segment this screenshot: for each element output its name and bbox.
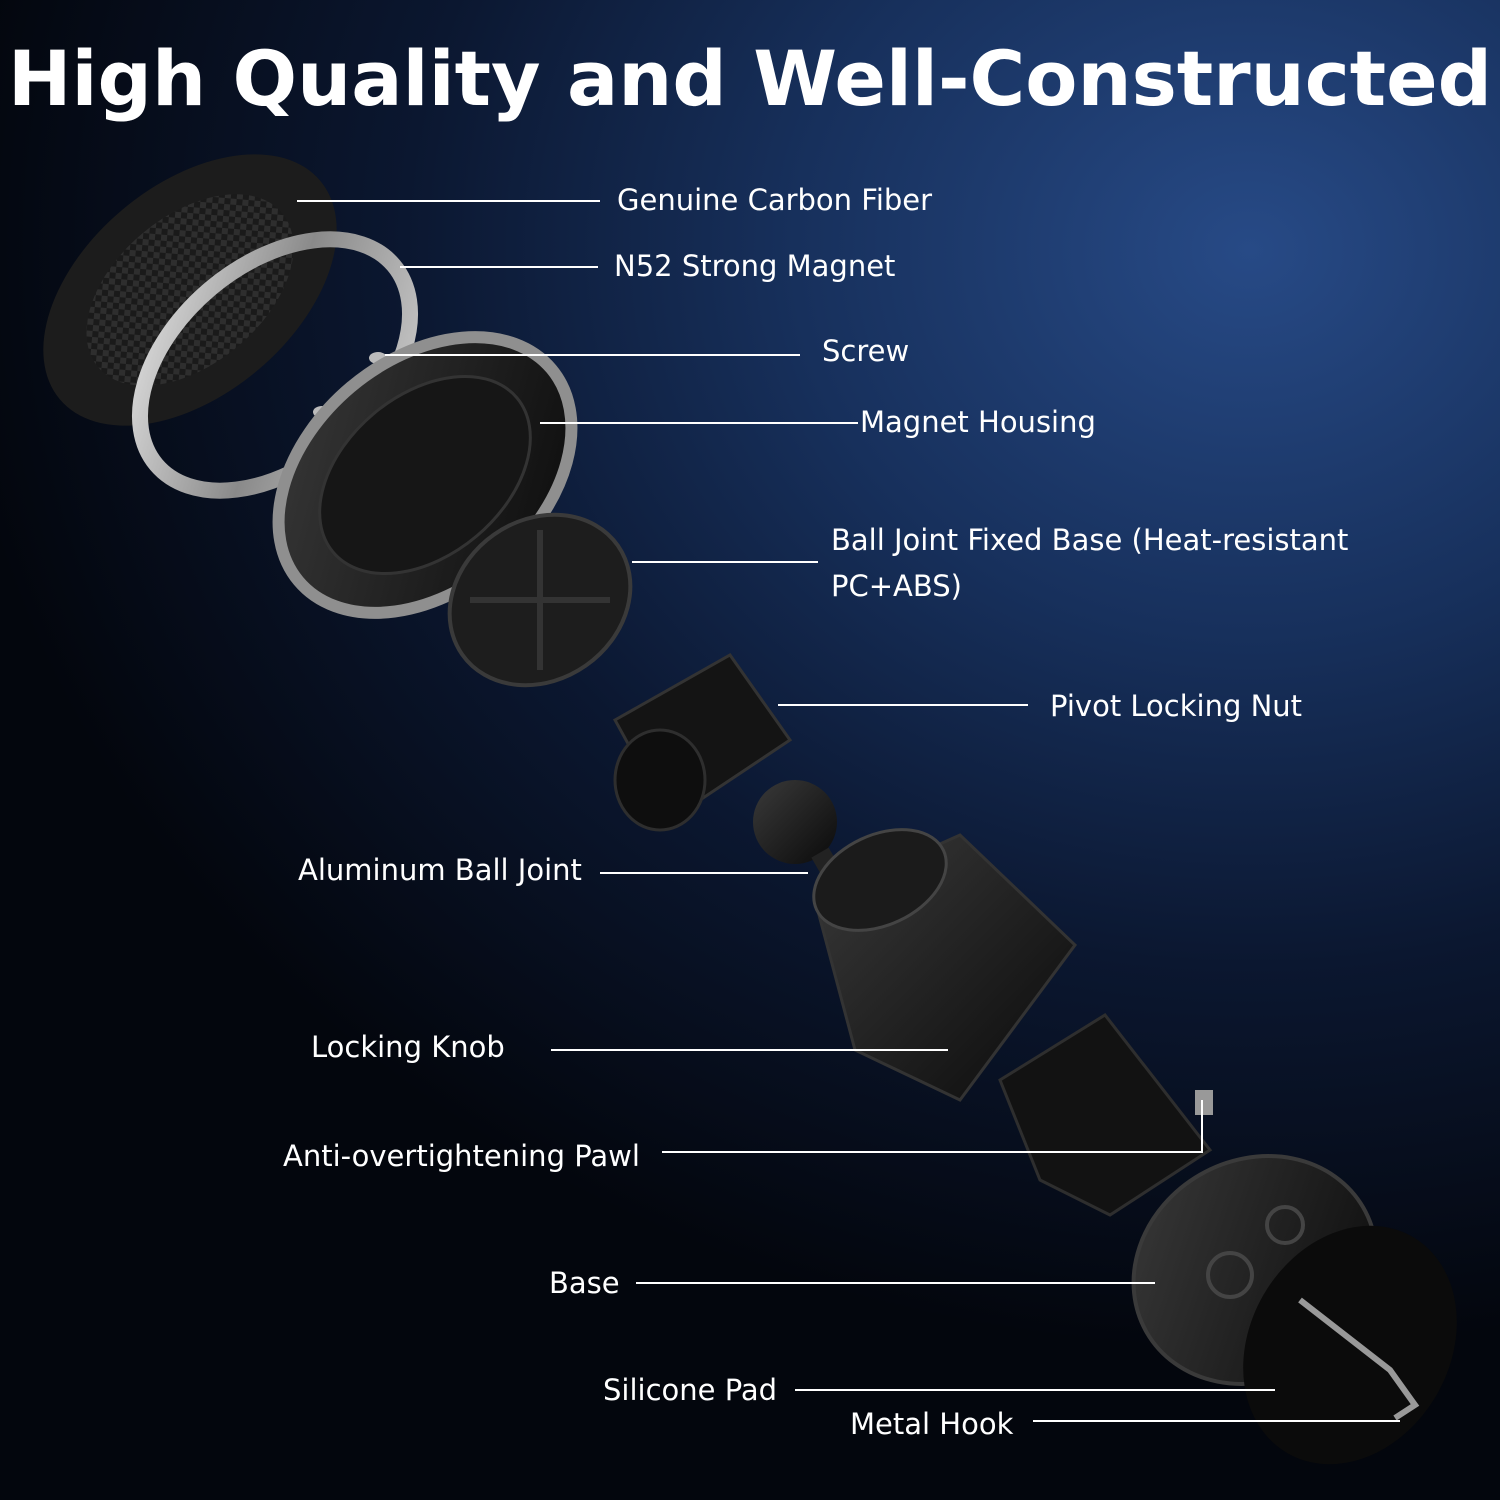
- label-housing: Magnet Housing: [860, 405, 1096, 439]
- label-metal-hook: Metal Hook: [850, 1407, 1014, 1441]
- label-pawl: Anti-overtightening Pawl: [283, 1139, 640, 1173]
- anti-overtightening-pawl: [998, 1013, 1213, 1217]
- label-silicone-pad: Silicone Pad: [603, 1373, 778, 1407]
- carbon-fiber-disk: [43, 154, 337, 426]
- silicone-pad: [1243, 1225, 1457, 1465]
- label-ball-base-line2: PC+ABS): [831, 569, 962, 603]
- page-title: High Quality and Well-Constructed: [7, 34, 1493, 123]
- label-base: Base: [549, 1266, 620, 1300]
- label-locking-knob: Locking Knob: [311, 1030, 505, 1064]
- locking-knob: [812, 828, 1077, 1102]
- label-magnet: N52 Strong Magnet: [614, 249, 896, 283]
- label-carbon-fiber: Genuine Carbon Fiber: [617, 183, 933, 217]
- label-pivot-nut: Pivot Locking Nut: [1050, 689, 1303, 723]
- label-ball-joint: Aluminum Ball Joint: [298, 853, 582, 887]
- label-ball-base-line1: Ball Joint Fixed Base (Heat-resistant: [831, 523, 1349, 557]
- leader-line-pawl: [662, 1100, 1203, 1153]
- pivot-locking-nut: [612, 653, 793, 832]
- label-screw: Screw: [822, 334, 910, 368]
- leader-lines: [297, 200, 1400, 1422]
- ball-joint-fixed-base: [447, 512, 633, 688]
- metal-hook: [1298, 1297, 1420, 1421]
